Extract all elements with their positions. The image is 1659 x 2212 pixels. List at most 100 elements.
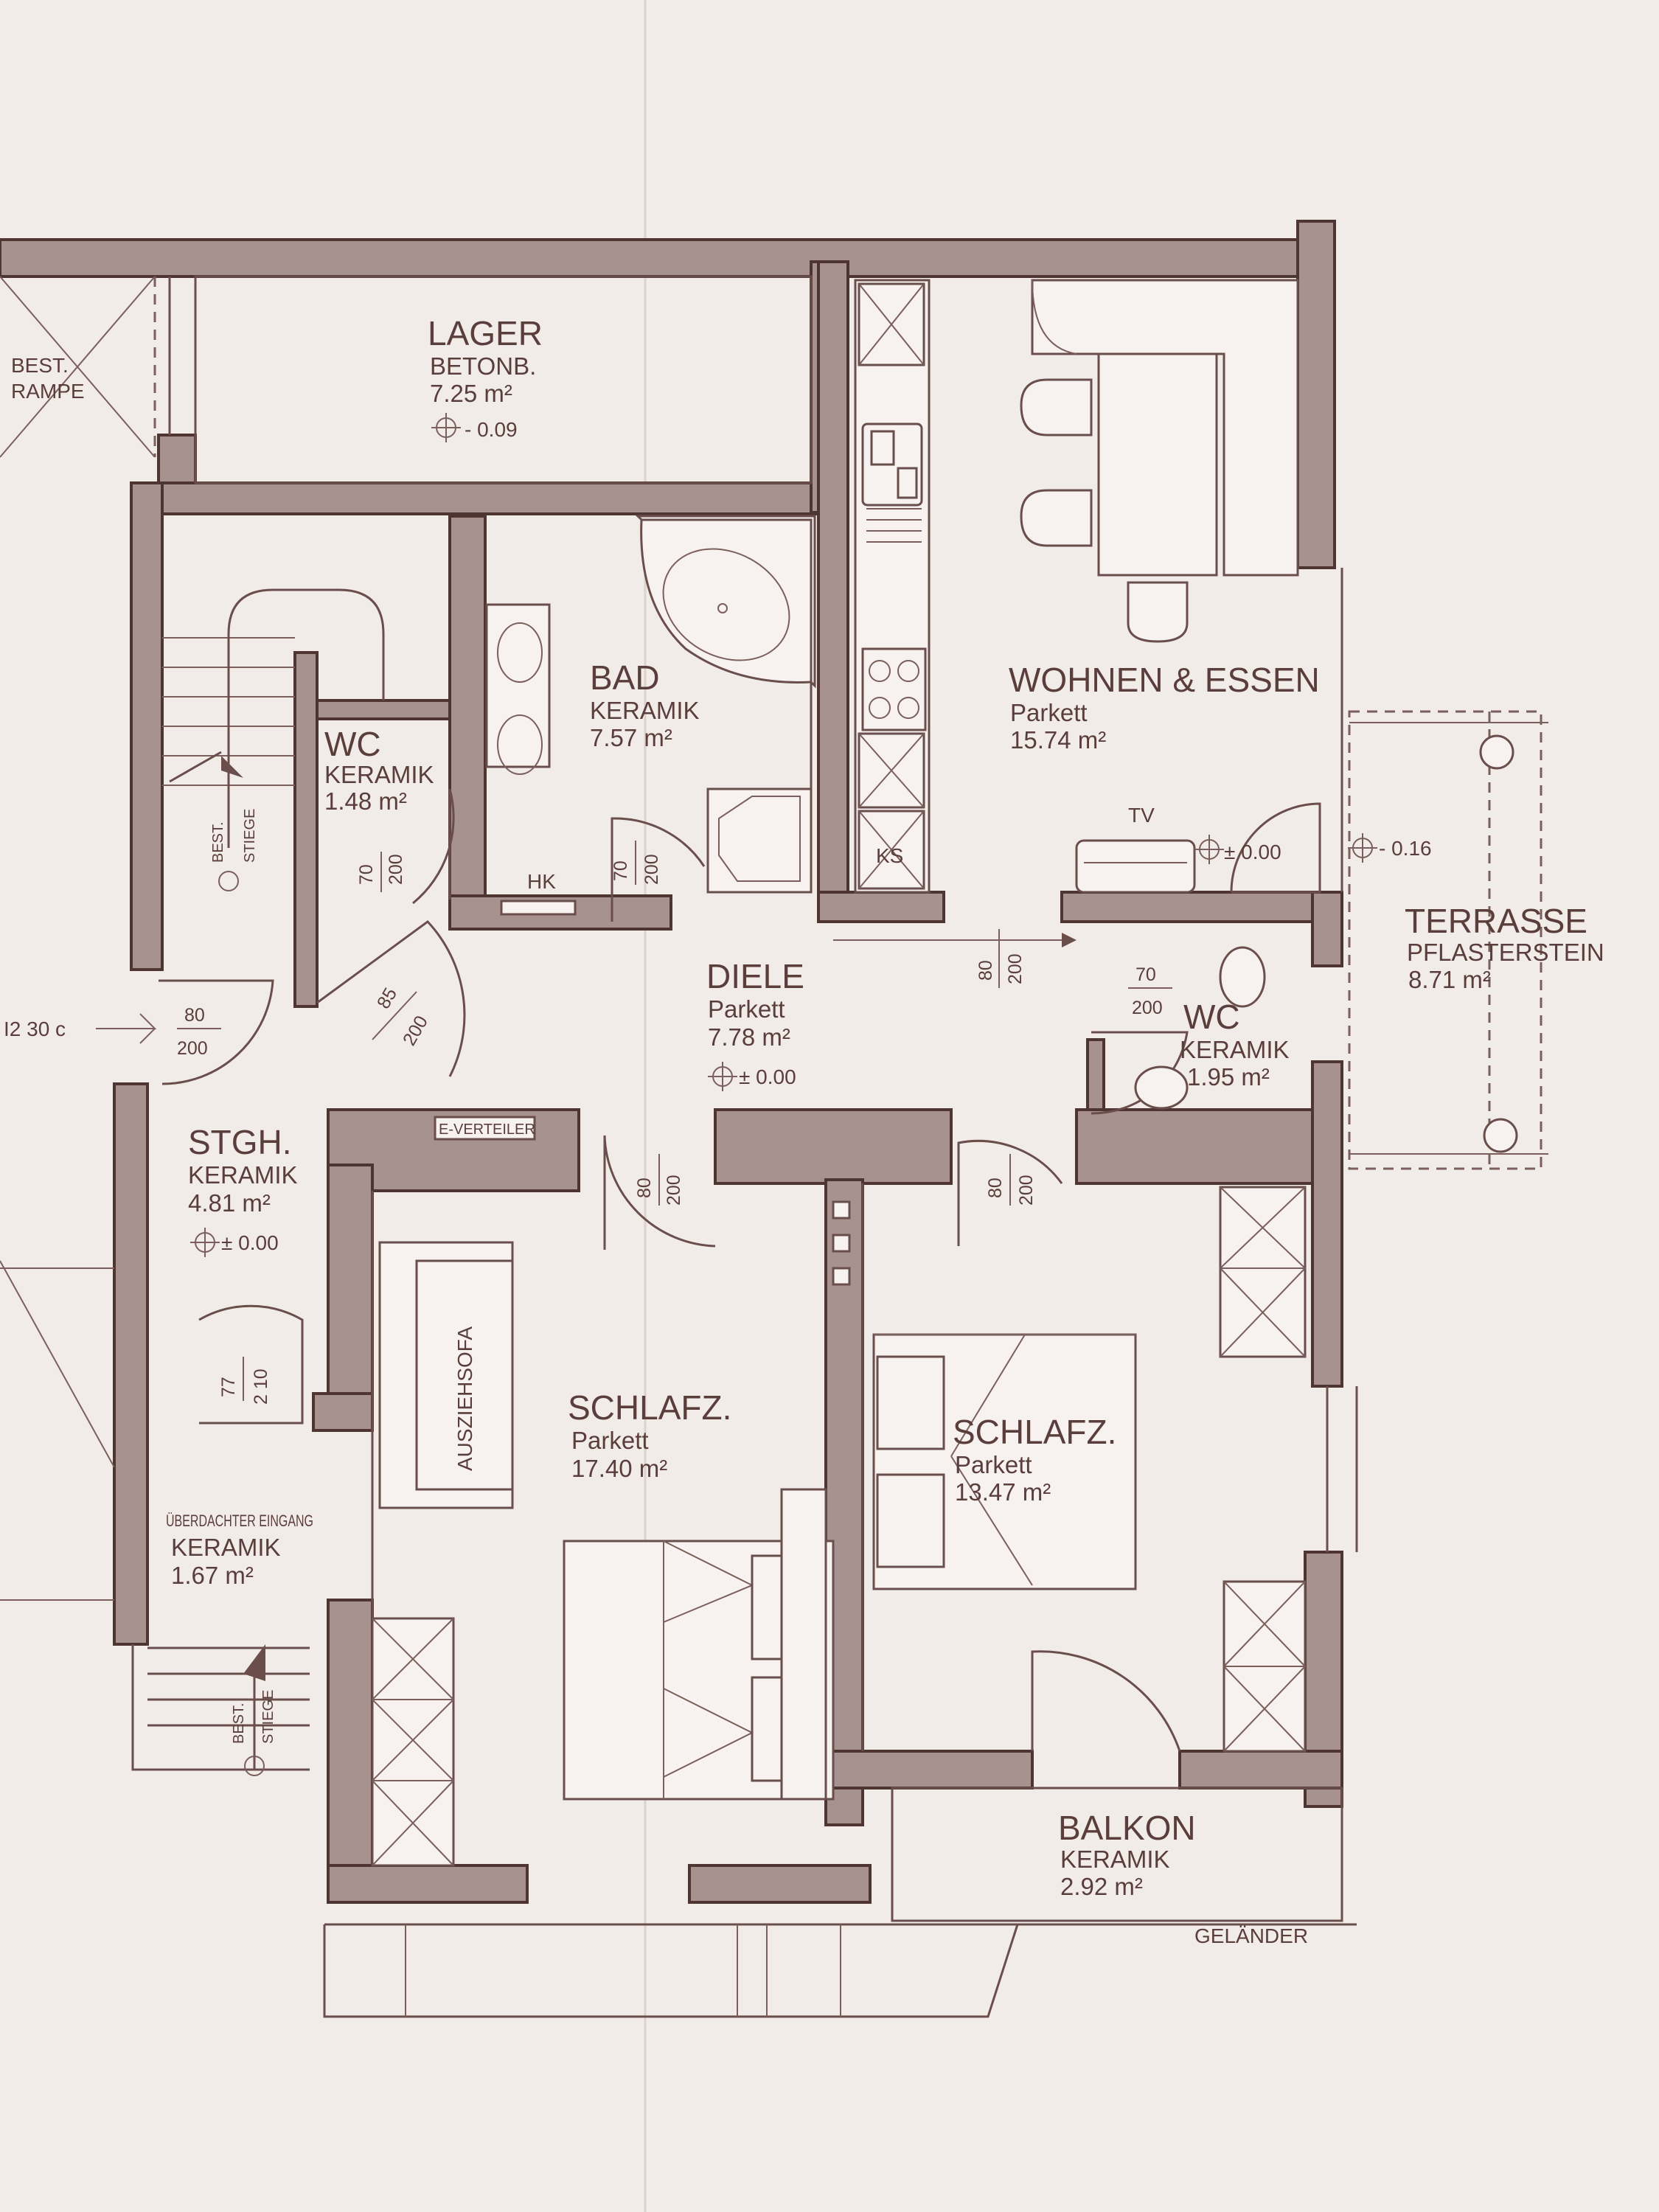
label-stiege2: STIEGE [260, 1690, 276, 1744]
room-name-balkon: BALKON [1058, 1809, 1196, 1847]
level-marker-icon [431, 413, 461, 442]
level-marker-icon [190, 1228, 220, 1257]
room-level-stgh: ± 0.00 [221, 1231, 279, 1254]
door-entry-w: 80 [184, 1005, 205, 1026]
room-level-diele: ± 0.00 [739, 1065, 796, 1088]
room-material-stgh: KERAMIK [188, 1161, 298, 1189]
room-material-bad: KERAMIK [590, 697, 700, 724]
room-material-wohnen: Parkett [1010, 699, 1088, 726]
room-area-balkon: 2.92 m² [1060, 1873, 1143, 1900]
tv-icon [1075, 839, 1196, 894]
label-edge-text: I2 30 c [4, 1018, 66, 1040]
room-area-schlafz2: 13.47 m² [955, 1478, 1051, 1506]
room-name-schlafz2: SCHLAFZ. [953, 1413, 1116, 1451]
room-material-wc1: KERAMIK [324, 761, 434, 788]
room-name-wc1: WC [324, 725, 381, 763]
chair-icon [1127, 581, 1189, 643]
label-rampe: RAMPE [11, 380, 85, 403]
door-eingang-h: 2 10 [251, 1368, 271, 1405]
door-entry-h: 200 [177, 1038, 208, 1059]
chair-icon [1020, 378, 1093, 437]
door-schlafz1-w: 80 [634, 1178, 655, 1198]
room-name-schlafz1: SCHLAFZ. [568, 1388, 731, 1427]
room-area-lager: 7.25 m² [430, 380, 512, 407]
room-name-terrasse: TERRASSE [1405, 902, 1587, 940]
furniture [371, 279, 1518, 1867]
room-name-lager: LAGER [428, 314, 543, 352]
door-schlafz2-h: 200 [1016, 1175, 1037, 1206]
room-name-bad: BAD [590, 658, 660, 697]
door-stgh-w: 85 [373, 984, 401, 1012]
wardrobe [371, 1617, 455, 1867]
door-schlafz2-w: 80 [985, 1178, 1006, 1198]
room-material-lager: BETONB. [430, 352, 536, 380]
label-best-stiege1: BEST. [210, 821, 226, 863]
door-schlafz1-h: 200 [664, 1175, 684, 1206]
room-area-stgh: 4.81 m² [188, 1189, 271, 1217]
label-ks: KS [876, 844, 903, 867]
label-stiege1: STIEGE [242, 809, 258, 863]
door-eingang-w: 77 [218, 1377, 239, 1397]
door-wc2-w: 70 [1135, 964, 1156, 985]
sink-icon [1134, 1065, 1189, 1110]
room-area-eingang: 1.67 m² [171, 1562, 254, 1589]
room-name-stgh: STGH. [188, 1123, 292, 1161]
room-name-diele: DIELE [706, 957, 804, 995]
label-tv: TV [1128, 804, 1155, 827]
room-name-wc2: WC [1183, 998, 1240, 1036]
double-sink [485, 603, 551, 768]
room-area-schlafz1: 17.40 m² [571, 1455, 667, 1482]
room-material-wc2: KERAMIK [1180, 1036, 1290, 1063]
door-wc2-h: 200 [1132, 998, 1163, 1018]
sink-icon [497, 622, 543, 683]
label-terrace-level: - 0.16 [1379, 837, 1432, 860]
door-bad-w: 70 [611, 860, 631, 881]
stairs [162, 588, 385, 848]
toilet-icon [1219, 946, 1266, 1008]
door-wohnen-w: 80 [975, 960, 996, 981]
radiator-icon [500, 900, 577, 916]
room-material-eingang: KERAMIK [171, 1534, 281, 1561]
label-hk: HK [527, 870, 556, 893]
door-wohnen-h: 200 [1005, 953, 1026, 984]
electric-panel [434, 1116, 536, 1141]
label-e-verteiler: E-VERTEILER [439, 1121, 535, 1138]
room-level-lager: - 0.09 [465, 418, 518, 441]
room-material-terrasse: PFLASTERSTEIN [1407, 939, 1604, 966]
dining-table [1097, 352, 1218, 577]
door-stgh-h: 200 [399, 1012, 432, 1049]
room-material-balkon: KERAMIK [1060, 1846, 1170, 1873]
room-area-wc1: 1.48 m² [324, 787, 407, 815]
shower-icon [706, 787, 813, 894]
room-material-schlafz1: Parkett [571, 1427, 649, 1454]
room-name-eingang: ÜBERDACHTER EINGANG [166, 1512, 313, 1530]
label-tv-level: ± 0.00 [1224, 841, 1281, 863]
room-material-schlafz2: Parkett [955, 1451, 1032, 1478]
stove-icon [861, 647, 927, 731]
room-area-terrasse: 8.71 m² [1408, 966, 1491, 993]
room-material-diele: Parkett [708, 995, 785, 1023]
sink-icon [497, 714, 543, 775]
level-markers [190, 413, 1377, 1776]
label-gelaender: GELÄNDER [1194, 1924, 1308, 1947]
level-marker-icon [1194, 835, 1224, 864]
walls [0, 220, 1343, 1904]
door-swings [96, 788, 1321, 1752]
level-marker-icon [708, 1062, 737, 1091]
chair-icon [1020, 489, 1093, 547]
door-wc1-h: 200 [386, 854, 406, 885]
door-wc1-w: 70 [356, 864, 377, 885]
room-area-bad: 7.57 m² [590, 724, 672, 751]
label-ausziehsofa: AUSZIEHSOFA [453, 1326, 476, 1471]
level-marker-icon [1348, 833, 1377, 863]
door-bad-h: 200 [641, 854, 662, 885]
room-area-wohnen: 15.74 m² [1010, 726, 1106, 754]
room-name-wohnen: WOHNEN & ESSEN [1009, 661, 1320, 699]
room-area-wc2: 1.95 m² [1187, 1063, 1270, 1091]
door-dimensions: 70 200 70 200 85 200 80 200 80 200 70 20… [177, 841, 1172, 1405]
outside-stairs [131, 1644, 310, 1771]
wardrobe [1219, 1186, 1307, 1358]
pillar-icon [1479, 734, 1514, 770]
room-area-diele: 7.78 m² [708, 1023, 790, 1051]
